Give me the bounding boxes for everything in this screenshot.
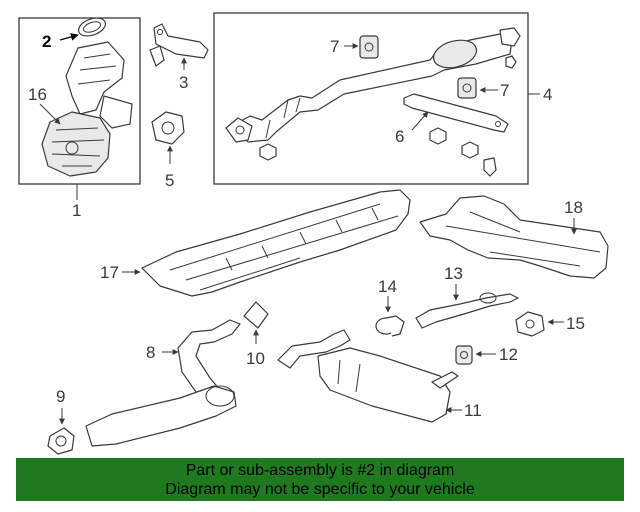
info-banner: Part or sub-assembly is #2 in diagram Di… xyxy=(16,458,624,501)
callout-7a[interactable]: 7 xyxy=(330,37,339,56)
callout-16[interactable]: 16 xyxy=(28,85,47,104)
part-6-bracket[interactable] xyxy=(403,93,509,133)
part-13-pipe[interactable] xyxy=(415,292,519,329)
callout-12[interactable]: 12 xyxy=(499,345,518,364)
callout-10[interactable]: 10 xyxy=(246,349,265,368)
part-7-rubber-mount-a[interactable] xyxy=(359,35,379,59)
part-11-muffler[interactable] xyxy=(277,329,459,423)
callout-8[interactable]: 8 xyxy=(146,343,155,362)
group-box-1 xyxy=(18,17,141,185)
callout-17[interactable]: 17 xyxy=(100,263,119,282)
part-18-heat-shield-rear[interactable] xyxy=(419,195,609,279)
part-2-gasket[interactable] xyxy=(76,15,108,40)
callout-5[interactable]: 5 xyxy=(165,171,174,190)
part-4-nuts xyxy=(259,55,517,177)
part-3-bracket[interactable] xyxy=(149,23,209,67)
part-14-clamp[interactable] xyxy=(375,315,405,337)
part-1-manifold-assembly[interactable] xyxy=(41,41,133,177)
callout-2[interactable]: 2 xyxy=(42,32,51,51)
callout-15[interactable]: 15 xyxy=(566,314,585,333)
part-15-hanger[interactable] xyxy=(515,311,545,337)
callout-18[interactable]: 18 xyxy=(564,198,583,217)
callout-3[interactable]: 3 xyxy=(179,73,188,92)
callout-14[interactable]: 14 xyxy=(378,277,397,296)
part-4-front-pipe[interactable] xyxy=(225,27,521,143)
part-10-gasket[interactable] xyxy=(243,301,269,329)
callout-7b[interactable]: 7 xyxy=(500,81,509,100)
part-9-gasket[interactable] xyxy=(47,427,75,455)
banner-line-1: Part or sub-assembly is #2 in diagram xyxy=(185,462,455,479)
part-5-flange-gasket[interactable] xyxy=(151,111,185,145)
part-17-heat-shield[interactable] xyxy=(141,189,411,297)
callout-4[interactable]: 4 xyxy=(543,85,552,104)
callout-1[interactable]: 1 xyxy=(72,201,81,220)
banner-line-2: Diagram may not be specific to your vehi… xyxy=(165,481,475,498)
callout-9[interactable]: 9 xyxy=(56,387,65,406)
callout-11[interactable]: 11 xyxy=(464,401,482,420)
part-7-rubber-mount-b[interactable] xyxy=(457,77,477,99)
leader-6 xyxy=(411,111,429,131)
callout-13[interactable]: 13 xyxy=(444,264,463,283)
callout-6[interactable]: 6 xyxy=(395,127,404,146)
leader-2 xyxy=(59,33,79,41)
part-12-insulator[interactable] xyxy=(455,345,473,365)
part-8-resonator-pipe[interactable] xyxy=(85,319,241,447)
leader-16 xyxy=(39,103,61,125)
group-box-4 xyxy=(213,12,529,185)
